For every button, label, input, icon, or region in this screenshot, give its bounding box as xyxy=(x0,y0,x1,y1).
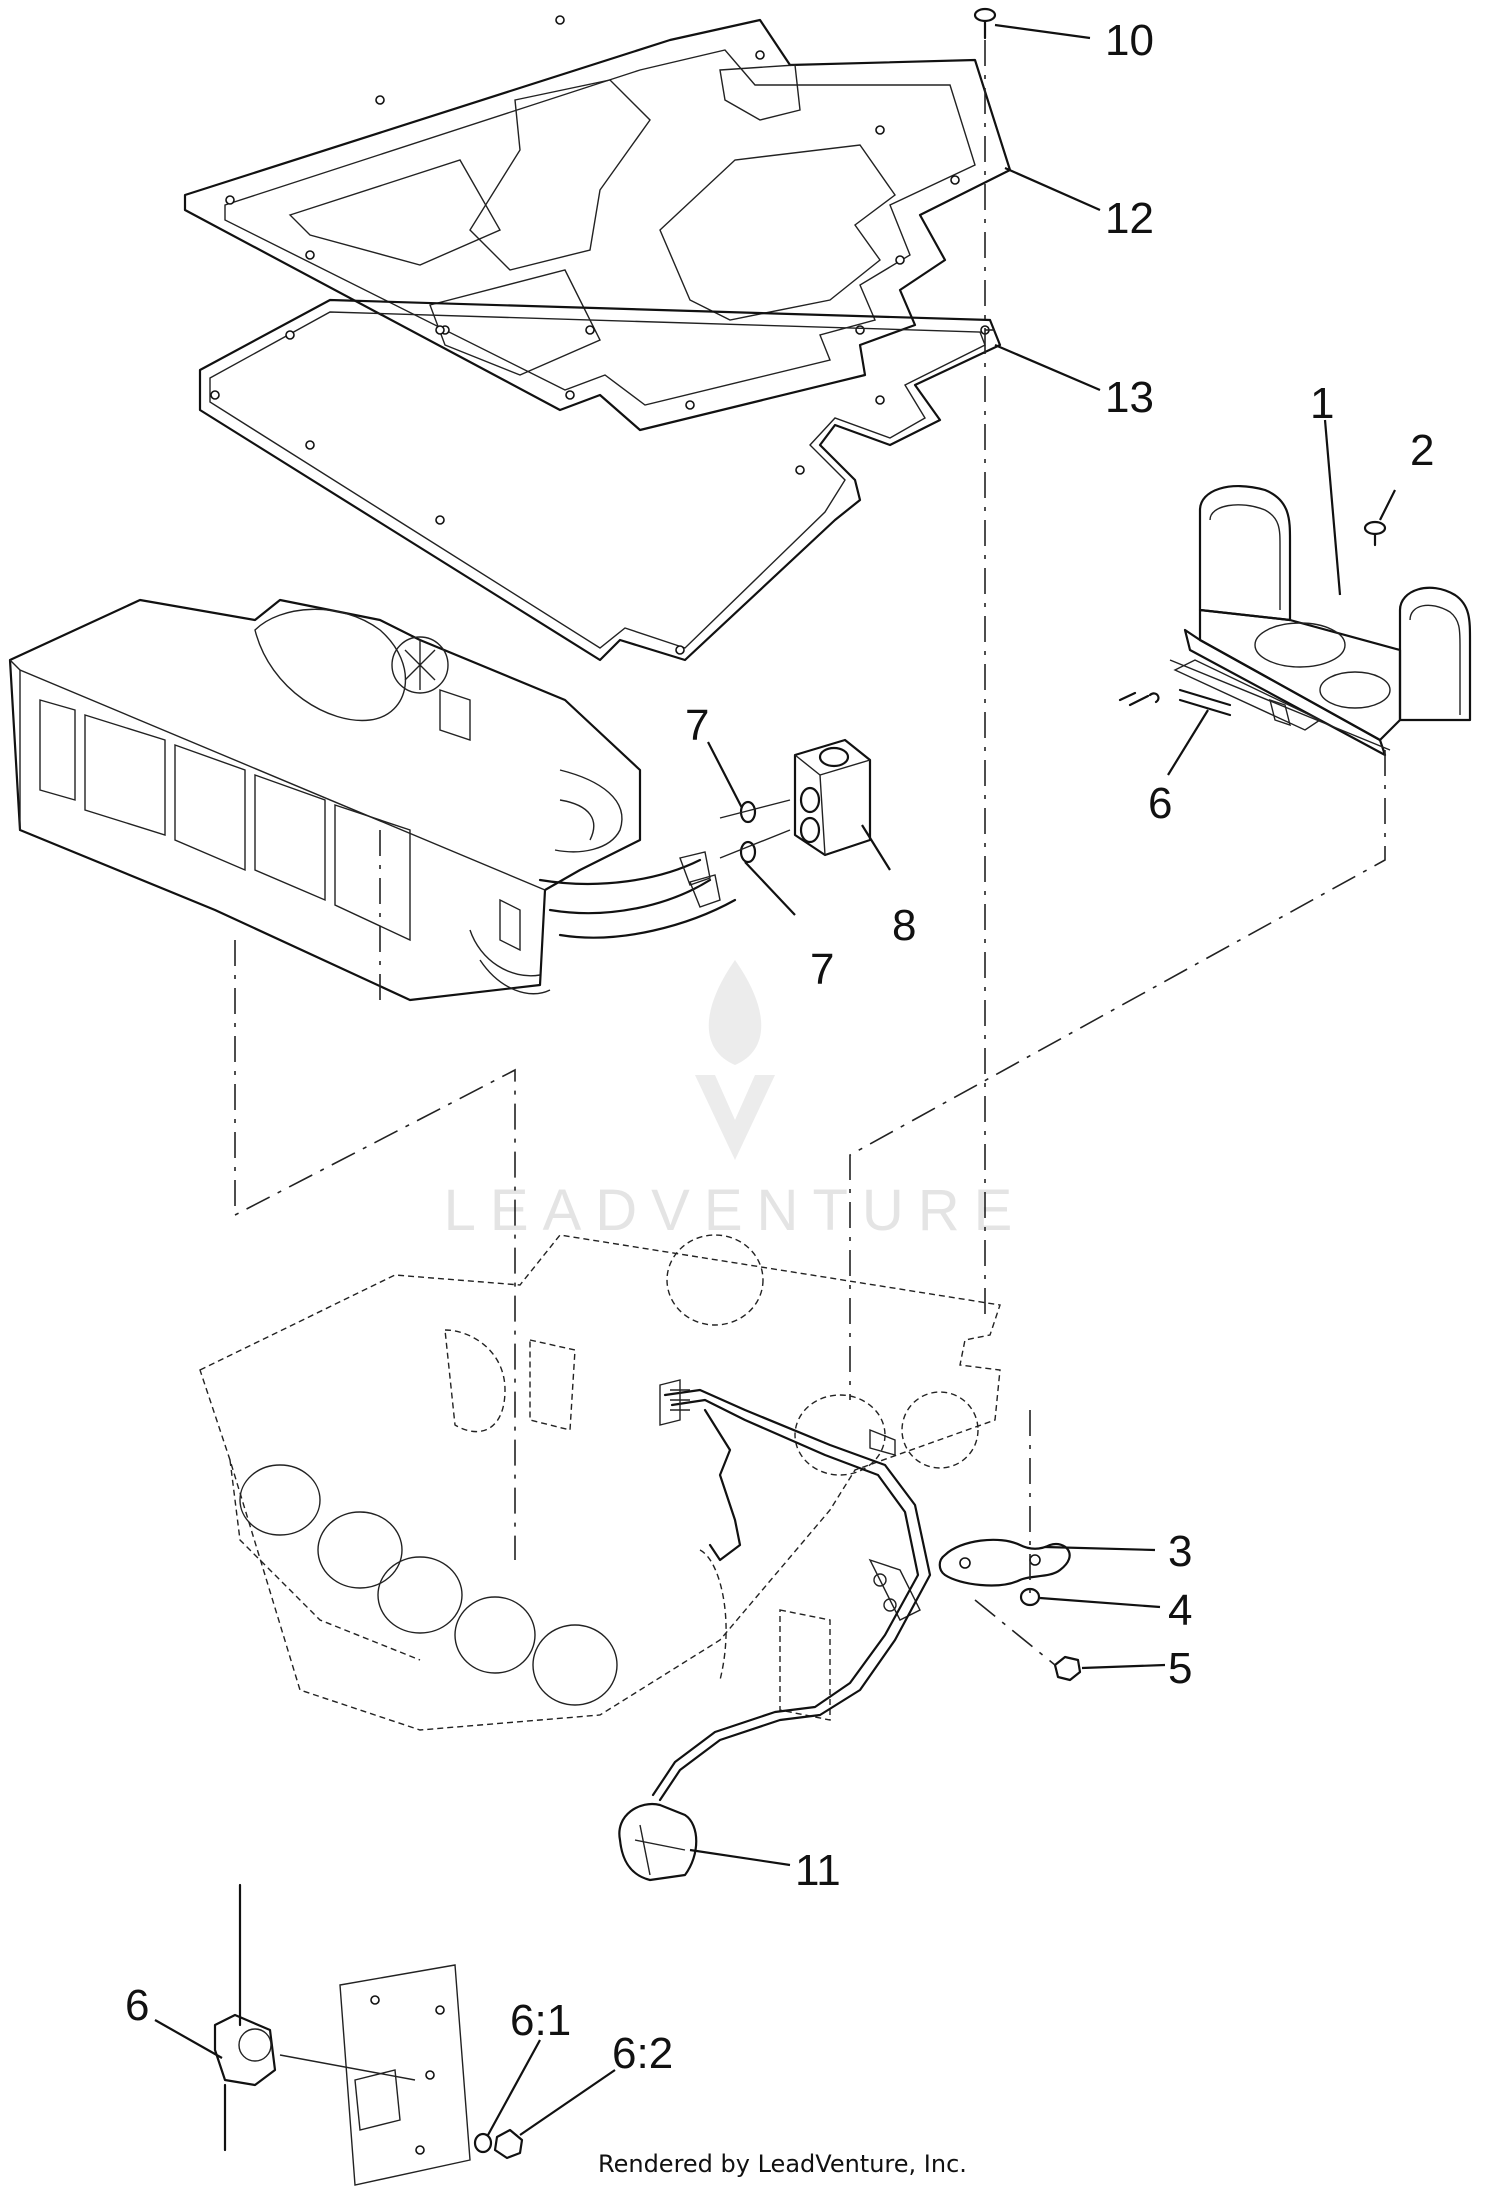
callout-3: 3 xyxy=(1168,1527,1192,1576)
wire-harness-11 xyxy=(618,1379,932,1882)
callout-1: 1 xyxy=(1310,379,1334,428)
clamp-plate-3 xyxy=(938,1538,1071,1587)
callout-5: 5 xyxy=(1168,1644,1192,1693)
detail-view-6 xyxy=(213,1883,524,2186)
callout-6-1: 6:1 xyxy=(510,1996,571,2045)
evaporator-core-assembly xyxy=(8,598,737,1002)
callout-6-detail: 6 xyxy=(125,1981,149,2030)
expansion-valve-8 xyxy=(793,738,872,857)
screw-10 xyxy=(973,7,997,40)
callout-7-lower: 7 xyxy=(810,945,834,994)
callout-8: 8 xyxy=(892,901,916,950)
footer-credit: Rendered by LeadVenture, Inc. xyxy=(598,2150,967,2178)
callout-11: 11 xyxy=(795,1846,841,1895)
callout-labels: 10 12 13 1 2 6 7 8 7 3 4 5 11 6 6:1 6:2 xyxy=(125,16,1434,2078)
cover-plate-12 xyxy=(183,15,1012,432)
callout-13: 13 xyxy=(1105,373,1154,422)
heater-housing xyxy=(199,1234,1001,1731)
leader-lines xyxy=(154,23,1396,2136)
callout-2: 2 xyxy=(1410,426,1434,475)
screw-2 xyxy=(1363,520,1387,547)
callout-12: 12 xyxy=(1105,194,1154,243)
callout-10: 10 xyxy=(1105,16,1154,65)
bolt-6 xyxy=(1118,691,1160,707)
callout-7-upper: 7 xyxy=(685,701,709,750)
callout-4: 4 xyxy=(1168,1586,1192,1635)
callout-6-upper: 6 xyxy=(1148,779,1172,828)
o-rings-7 xyxy=(719,799,791,864)
nut-5 xyxy=(1053,1655,1082,1682)
assembly-lines xyxy=(234,40,1386,1666)
watermark-text: LEADVENTURE xyxy=(444,1178,1027,1243)
watermark: LEADVENTURE xyxy=(444,960,1027,1243)
bracket-assembly-1 xyxy=(1169,485,1472,757)
callout-6-2: 6:2 xyxy=(612,2029,673,2078)
gasket-13 xyxy=(198,298,1002,662)
